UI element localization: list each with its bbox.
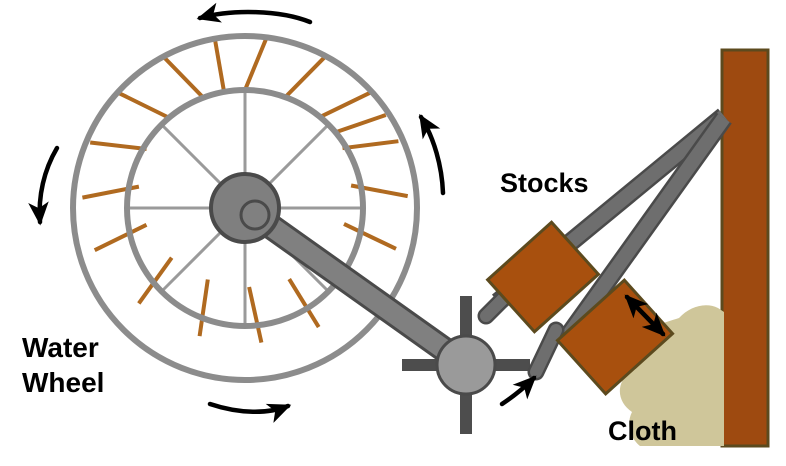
hammer-upper bbox=[485, 220, 601, 334]
paddle bbox=[243, 36, 269, 91]
paddle bbox=[162, 56, 205, 99]
arrow-bottom-rotation bbox=[207, 401, 292, 423]
arrow-left-rotation bbox=[28, 145, 60, 226]
connecting-rod-body bbox=[235, 198, 476, 375]
cam-arm-down bbox=[460, 389, 472, 434]
link-upper bbox=[480, 291, 511, 322]
cam-arm-up bbox=[460, 296, 472, 341]
motion-arrows bbox=[28, 2, 666, 423]
paddle bbox=[93, 223, 148, 252]
paddle bbox=[118, 91, 171, 120]
arrow-right-rotation bbox=[418, 114, 446, 196]
label-cloth: Cloth bbox=[608, 416, 677, 446]
connecting-rod bbox=[232, 195, 479, 378]
cam-follower-links bbox=[477, 288, 565, 381]
stock-lower-arm bbox=[562, 113, 730, 341]
label-water-wheel-line2: Wheel bbox=[22, 367, 104, 398]
paddle bbox=[212, 36, 226, 92]
label-stocks: Stocks bbox=[500, 168, 589, 198]
link-lower bbox=[530, 324, 562, 378]
paddle bbox=[287, 278, 321, 329]
mill-post bbox=[720, 48, 770, 448]
arrow-top-rotation bbox=[196, 2, 313, 25]
paddle bbox=[318, 91, 371, 120]
paddle bbox=[342, 139, 399, 151]
wheel-inner-rim bbox=[124, 87, 366, 329]
paddle bbox=[89, 140, 147, 151]
hub-bearing bbox=[239, 199, 271, 231]
paddle bbox=[247, 286, 264, 344]
wheel-outer-rim bbox=[70, 33, 420, 383]
post-timber bbox=[720, 48, 770, 448]
cam-disc bbox=[435, 334, 497, 396]
paddle bbox=[343, 222, 397, 251]
arrow-hammer-stroke bbox=[624, 294, 666, 337]
paddle bbox=[332, 113, 387, 135]
hammer-upper-block bbox=[485, 220, 601, 334]
arrow-cam-rotation bbox=[499, 375, 537, 407]
paddle bbox=[283, 55, 327, 99]
wheel-hub bbox=[209, 172, 281, 244]
cam-assembly bbox=[402, 296, 530, 434]
paddle bbox=[197, 279, 210, 337]
label-water-wheel-line1: Water bbox=[22, 332, 99, 363]
